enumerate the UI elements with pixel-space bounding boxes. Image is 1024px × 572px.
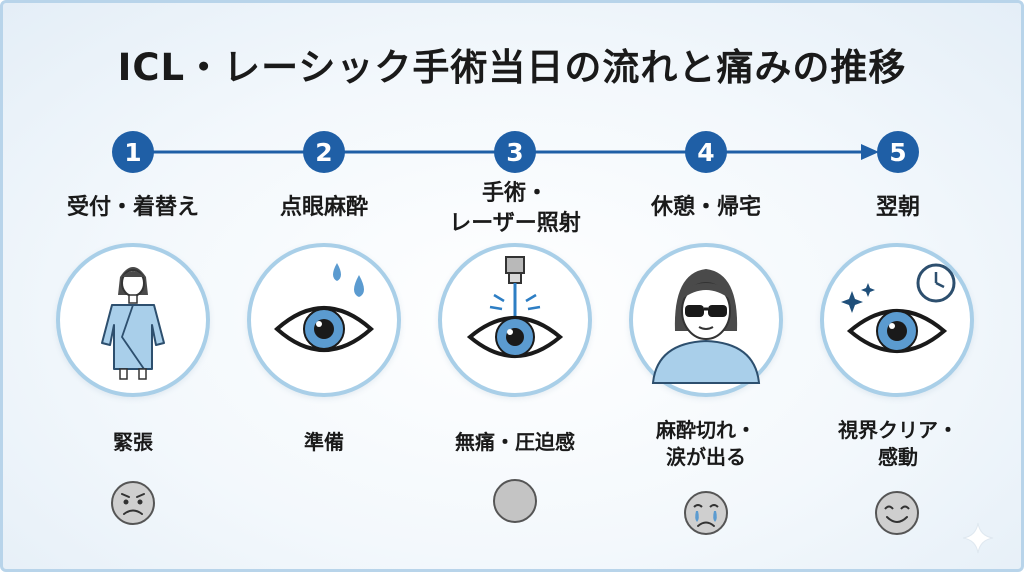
- step-label-3: 手術・ レーザー照射: [449, 181, 581, 236]
- eye-clock-icon: [841, 263, 956, 353]
- step-illustration-1: [56, 243, 210, 397]
- step-illustration-3: [438, 243, 592, 397]
- page-title: ICL・レーシック手術当日の流れと痛みの推移: [117, 46, 907, 89]
- step-number-3: 3: [494, 131, 536, 173]
- step-number-1: 1: [112, 131, 154, 173]
- eye-drops-icon: [273, 263, 375, 352]
- step-number-2: 2: [303, 131, 345, 173]
- sunglasses-person-icon: [651, 269, 761, 384]
- sparkle-icon: [962, 522, 994, 554]
- pain-label-3: 無痛・圧迫感: [455, 430, 575, 454]
- pain-label-1: 緊張: [113, 430, 153, 454]
- step-illustration-2: [247, 243, 401, 397]
- smile-face-icon: [875, 491, 919, 535]
- step-label-4: 休憩・帰宅: [650, 195, 761, 220]
- pain-label-2: 準備: [304, 430, 344, 454]
- worried-face-icon: [111, 481, 155, 525]
- crying-face-icon: [684, 491, 728, 535]
- step-label-2: 点眼麻酔: [279, 195, 368, 220]
- pain-label-4: 麻酔切れ・ 涙が出る: [656, 418, 756, 469]
- step-label-5: 翌朝: [875, 195, 920, 220]
- step-illustration-4: [629, 243, 783, 397]
- step-number-4: 4: [685, 131, 727, 173]
- laser-eye-icon: [466, 256, 564, 358]
- step-illustration-5: [820, 243, 974, 397]
- step-label-1: 受付・着替え: [66, 195, 199, 220]
- step-number-5: 5: [877, 131, 919, 173]
- patient-gown-icon: [101, 267, 165, 380]
- blank-face-icon: [493, 479, 537, 523]
- pain-label-5: 視界クリア・ 感動: [838, 418, 958, 469]
